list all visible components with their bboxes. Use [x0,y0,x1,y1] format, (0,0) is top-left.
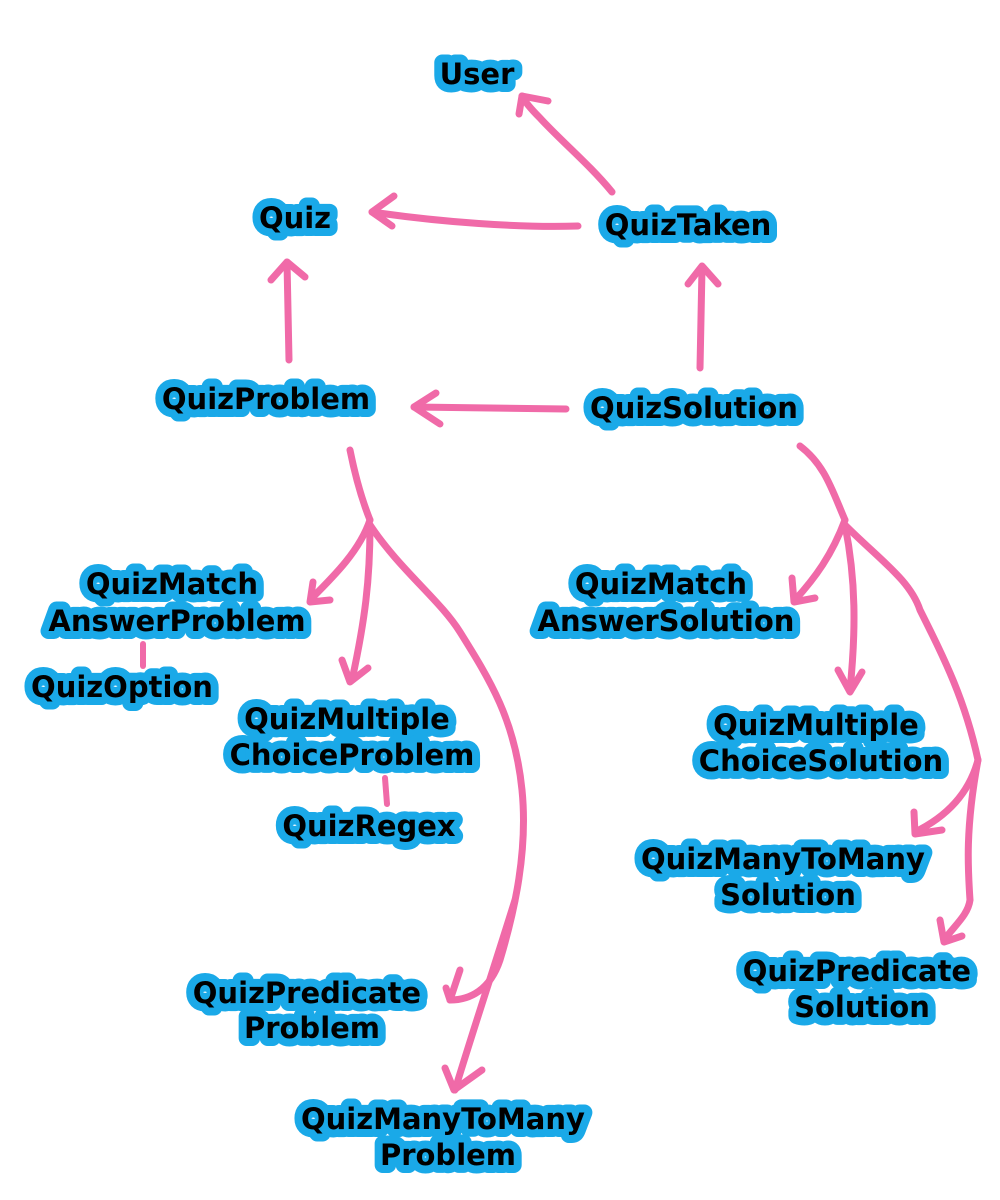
node-quiz-multiple-choice-problem: QuizMultiple ChoiceProblem [230,702,475,772]
node-quiz-taken: QuizTaken [605,208,772,242]
node-quiz: Quiz [259,201,331,235]
node-user: User [440,57,515,91]
node-quiz-option: QuizOption [31,670,213,704]
link-multiple-choice-problem-to-regex [382,775,390,807]
edge-quizsolution-to-quizproblem [410,389,570,428]
node-quiz-solution: QuizSolution [590,391,798,425]
node-quiz-many-to-many-solution: QuizManyToMany Solution [641,842,935,912]
edges-from-quizsolution [788,442,982,946]
edge-quizproblem-to-quiz [267,258,309,364]
edge-quizsolution-to-quiztaken [684,262,722,372]
node-quiz-match-answer-problem: QuizMatch AnswerProblem [48,567,305,638]
node-quiz-problem: QuizProblem [162,382,370,416]
edges-from-quizproblem [306,446,527,1094]
node-quiz-predicate-solution: QuizPredicate Solution [743,954,981,1024]
edge-quiztaken-to-quiz [368,192,582,230]
node-quiz-match-answer-solution: QuizMatch AnswerSolution [538,567,795,638]
node-quiz-multiple-choice-solution: QuizMultiple ChoiceSolution [699,708,943,778]
node-quiz-regex: QuizRegex [282,809,456,843]
edge-quiztaken-to-user [515,92,616,196]
node-quiz-many-to-many-problem: QuizManyToMany Problem [301,1102,595,1172]
node-quiz-predicate-problem: QuizPredicate Problem [193,976,431,1045]
